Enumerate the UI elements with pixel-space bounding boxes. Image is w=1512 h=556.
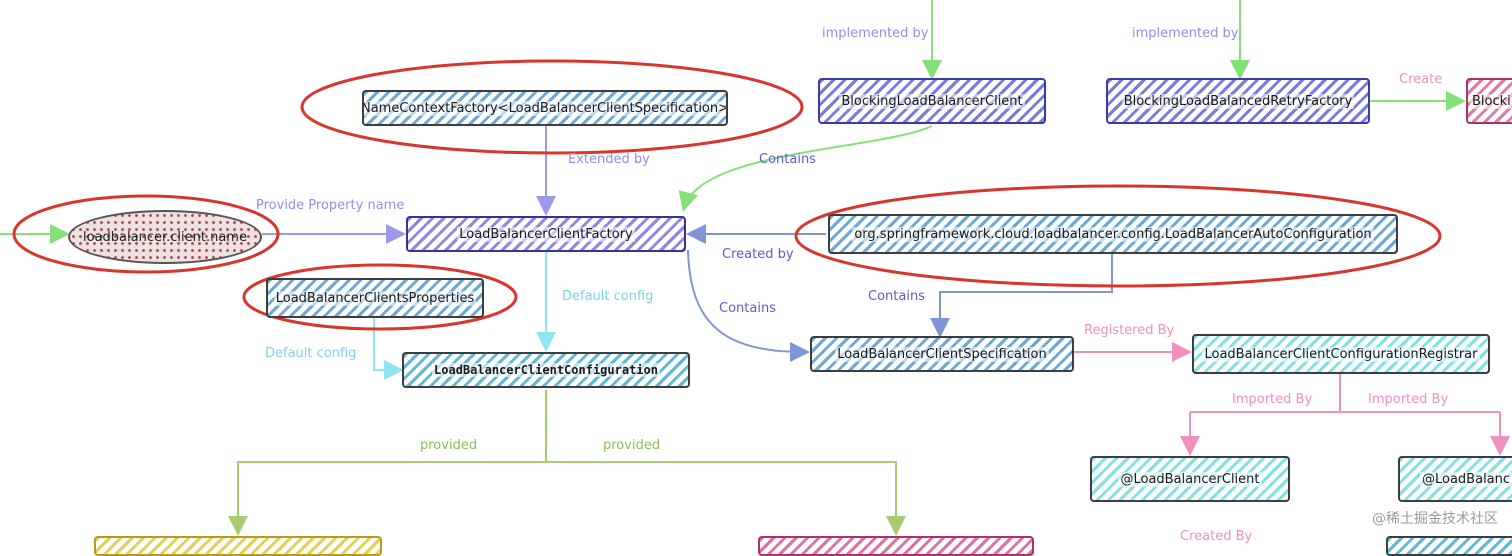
- edge-imported-by: [1189, 374, 1501, 452]
- node-label: BlockingLoadBalancerClient: [839, 93, 1025, 109]
- node-label: LoadBalancerClientsProperties: [273, 290, 477, 306]
- node-label: LoadBalancerClientSpecification: [835, 346, 1049, 362]
- node-bottom-left-partial[interactable]: [94, 536, 382, 556]
- node-label: BlockingLoadBalancedRetryFactory: [1121, 93, 1355, 109]
- node-bottom-middle-partial[interactable]: [758, 536, 1034, 556]
- label-implemented-by-1: implemented by: [822, 26, 929, 41]
- label-create: Create: [1399, 72, 1443, 87]
- label-provide-property-name: Provide Property name: [256, 198, 405, 213]
- label-imported-by-1: Imported By: [1232, 392, 1313, 407]
- label-default-config-2: Default config: [265, 346, 357, 361]
- node-blocking-lb-client[interactable]: BlockingLoadBalancerClient: [818, 78, 1046, 124]
- label-created-by-1: Created by: [722, 247, 794, 262]
- edge-contains-1: [678, 125, 933, 212]
- highlight-ring-auto-configuration: [794, 184, 1442, 288]
- node-annotation-clients-partial[interactable]: @LoadBalanc: [1398, 456, 1512, 502]
- node-auto-configuration[interactable]: org.springframework.cloud.loadbalancer.c…: [828, 214, 1398, 254]
- node-client-factory[interactable]: LoadBalancerClientFactory: [406, 216, 686, 252]
- node-client-specification[interactable]: LoadBalancerClientSpecification: [810, 336, 1074, 372]
- node-configuration-registrar[interactable]: LoadBalancerClientConfigurationRegistrar: [1192, 334, 1490, 374]
- node-label: loadbalancer.client.name: [83, 229, 247, 245]
- label-default-config-1: Default config: [562, 289, 654, 304]
- node-label: LoadBalancerClientFactory: [457, 226, 635, 242]
- node-client-name[interactable]: loadbalancer.client.name: [68, 210, 262, 264]
- node-label: org.springframework.cloud.loadbalancer.c…: [852, 226, 1374, 242]
- label-registered-by: Registered By: [1084, 323, 1175, 338]
- watermark: @稀土掘金技术社区: [1372, 511, 1498, 527]
- label-provided-2: provided: [603, 438, 661, 453]
- highlight-ring-name-context-factory: [300, 59, 804, 155]
- edge-contains-3: [687, 249, 810, 362]
- node-name-context-factory[interactable]: NameContextFactory<LoadBalancerClientSpe…: [362, 90, 728, 126]
- highlight-ring-client-name: [12, 194, 280, 274]
- node-client-configuration[interactable]: LoadBalancerClientConfiguration: [402, 352, 690, 388]
- label-implemented-by-2: implemented by: [1132, 26, 1239, 41]
- node-clients-properties[interactable]: LoadBalancerClientsProperties: [266, 278, 484, 318]
- label-contains-2: Contains: [868, 289, 925, 304]
- node-blocking-retry-factory[interactable]: BlockingLoadBalancedRetryFactory: [1106, 78, 1370, 124]
- node-bottom-right-partial[interactable]: [1386, 536, 1512, 556]
- node-annotation-client[interactable]: @LoadBalancerClient: [1090, 456, 1290, 502]
- node-blocking-partial[interactable]: Blocking: [1466, 78, 1512, 124]
- node-label: LoadBalancerClientConfiguration: [432, 363, 660, 377]
- label-contains-3: Contains: [719, 301, 776, 316]
- label-provided-1: provided: [420, 438, 478, 453]
- highlight-ring-clients-properties: [242, 263, 518, 331]
- node-label: @LoadBalancerClient: [1118, 471, 1262, 487]
- edge-contains-2: [930, 254, 1113, 338]
- label-contains-1: Contains: [759, 152, 816, 167]
- edge-provided: [237, 390, 897, 532]
- label-created-by-2: Created By: [1180, 529, 1253, 544]
- node-label: NameContextFactory<LoadBalancerClientSpe…: [364, 100, 726, 116]
- label-extended-by: Extended by: [568, 152, 650, 167]
- node-label: LoadBalancerClientConfigurationRegistrar: [1202, 346, 1480, 362]
- edge-default-config-2: [373, 318, 404, 380]
- label-imported-by-2: Imported By: [1368, 392, 1449, 407]
- node-label: Blocking: [1470, 93, 1512, 109]
- node-label: @LoadBalanc: [1420, 471, 1512, 487]
